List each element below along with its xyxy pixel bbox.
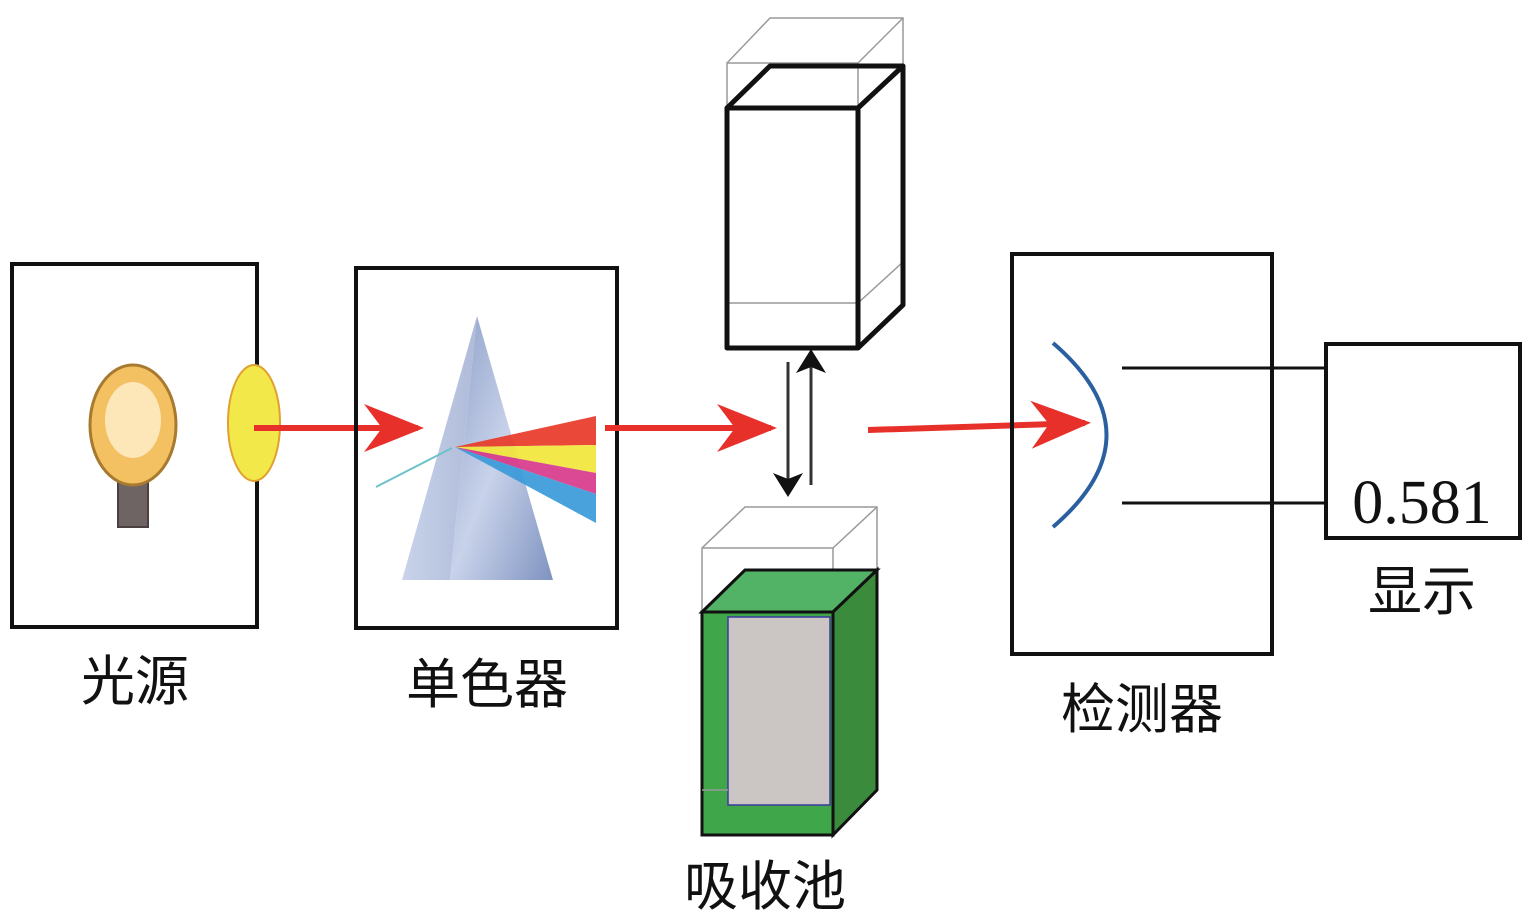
label-detector: 检测器	[1061, 678, 1223, 741]
detector-arc-icon	[1051, 341, 1109, 529]
label-light-source: 光源	[81, 650, 189, 713]
display-value: 0.581	[1352, 469, 1492, 537]
display-box	[1324, 342, 1522, 540]
label-monochromator: 单色器	[406, 653, 568, 716]
light-source	[10, 262, 281, 629]
display: 0.581	[1324, 342, 1522, 540]
monochromator-box	[354, 266, 619, 630]
detector	[1010, 252, 1326, 656]
lens-icon	[227, 364, 281, 482]
bulb-icon	[88, 363, 178, 528]
prism-icon	[375, 316, 596, 580]
detector-box	[1010, 252, 1274, 656]
monochromator	[354, 266, 619, 630]
reference-cuvette	[724, 17, 906, 351]
label-absorption-cell: 吸收池	[684, 855, 846, 918]
beam-arrow	[867, 400, 1091, 449]
label-display: 显示	[1368, 560, 1476, 623]
sample-cuvette	[698, 506, 881, 839]
